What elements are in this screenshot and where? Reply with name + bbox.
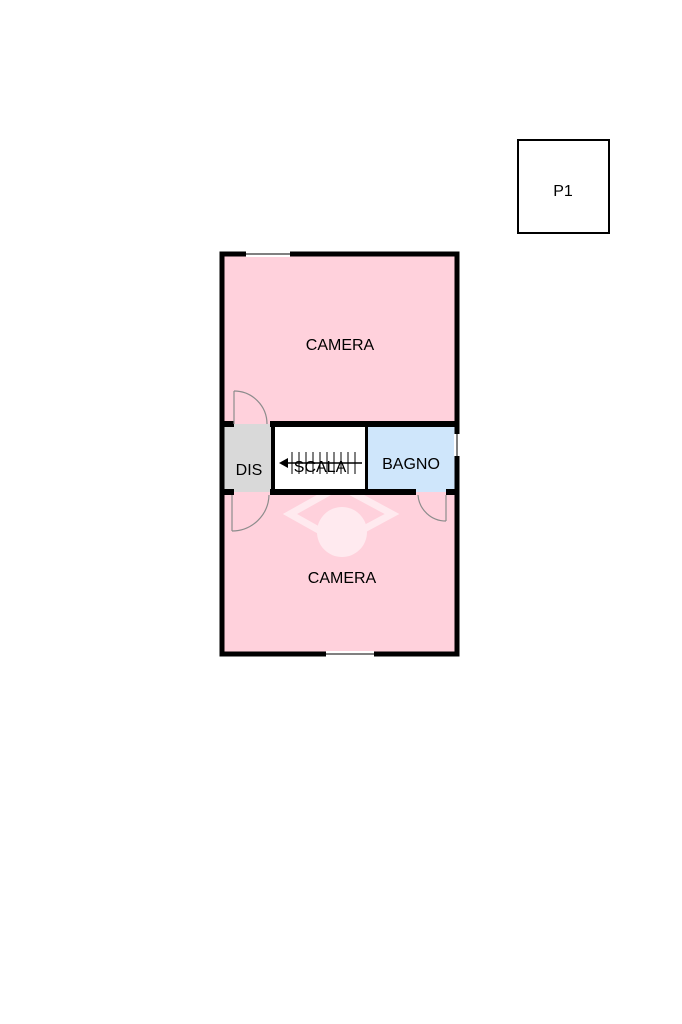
stair-arrow-icon [279,458,362,468]
room-label-dis: DIS [236,462,263,479]
watermark-logo [282,482,400,557]
interior-walls [224,421,455,495]
windows [246,251,460,657]
room-label-scala: SCALA [294,459,347,476]
room-camera-top [224,256,455,424]
door-swings [231,390,447,532]
room-label-bagno: BAGNO [382,456,440,473]
floor-label: P1 [553,183,573,200]
room-bagno [367,424,455,492]
room-dis [224,424,274,492]
room-label-camera-bottom: CAMERA [308,570,377,587]
room-label-camera-top: CAMERA [306,337,375,354]
floor-label-box: P1 [517,139,610,234]
